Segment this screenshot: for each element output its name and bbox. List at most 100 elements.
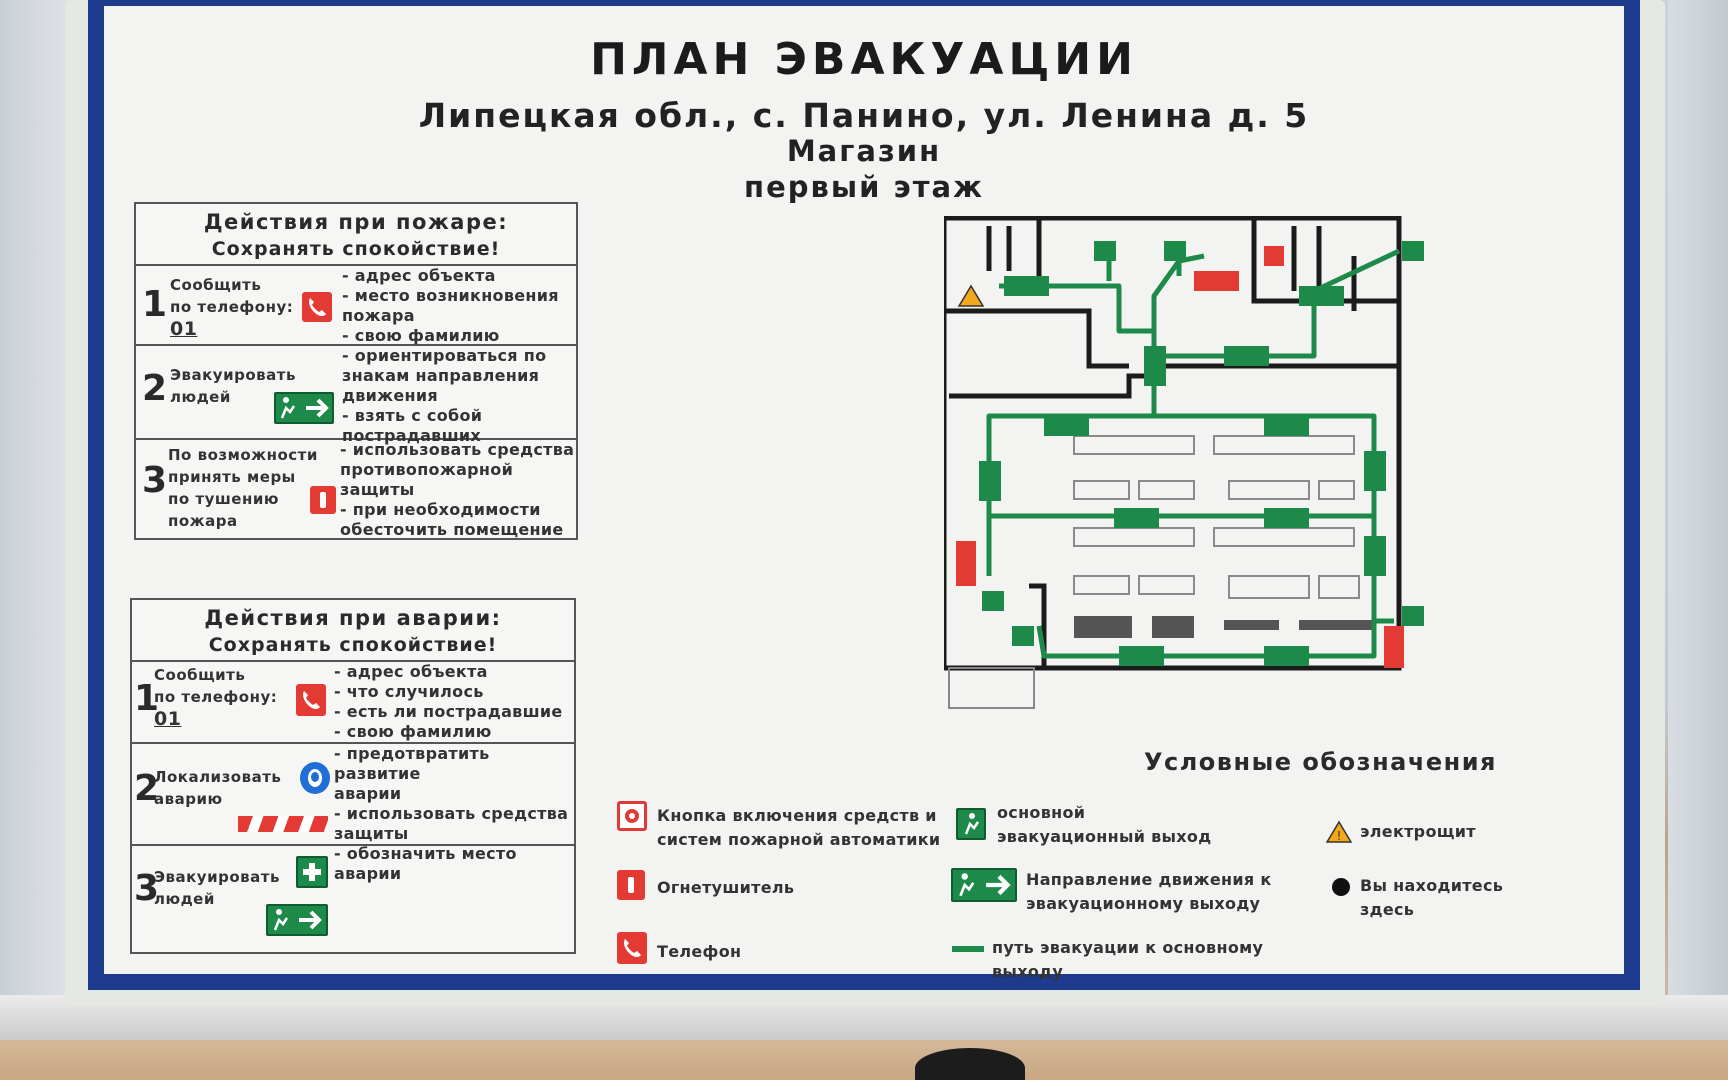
main-exit-icon xyxy=(956,808,986,840)
step-description: - использовать средства противопожарной … xyxy=(340,440,574,540)
desc-line: - свою фамилию xyxy=(334,722,492,741)
fire-step-2: 2 Эвакуировать людей - ориентироваться п… xyxy=(136,346,576,445)
floor-label: первый этаж xyxy=(744,170,984,204)
step-label: Сообщить по телефону: 01 xyxy=(154,664,277,730)
step-description: - ориентироваться по знакам направления … xyxy=(342,346,546,446)
step-description: - предотвратить развитие аварии - исполь… xyxy=(334,744,574,884)
desc-line: пострадавших xyxy=(342,426,482,445)
desc-line: - свою фамилию xyxy=(342,326,500,345)
desc-line: - адрес объекта xyxy=(334,662,488,681)
fire-alarm-button-icon xyxy=(617,801,647,831)
legend-extinguisher-text: Огнетушитель xyxy=(657,878,795,897)
label-line: Локализовать xyxy=(154,768,282,786)
accident-actions-panel: Действия при аварии: Сохранять спокойств… xyxy=(130,598,576,954)
label-line: по телефону: xyxy=(154,688,278,706)
svg-text:!: ! xyxy=(1337,829,1342,843)
fire-equipment xyxy=(956,246,1404,668)
step-number: 3 xyxy=(142,460,168,501)
plan-frame: ПЛАН ЭВАКУАЦИИ Липецкая обл., с. Панино,… xyxy=(88,0,1640,990)
exit-signs xyxy=(979,241,1424,666)
desc-line: - обозначить место аварии xyxy=(334,844,517,883)
phone-icon xyxy=(617,932,647,964)
desc-line: движения xyxy=(342,386,438,405)
walls xyxy=(944,216,1402,671)
fire-actions-panel: Действия при пожаре: Сохранять спокойств… xyxy=(134,202,578,540)
fire-panel-title: Действия при пожаре: xyxy=(203,210,509,234)
phone-icon xyxy=(302,292,332,322)
legend-line: основной xyxy=(997,803,1086,822)
desc-line: знакам направления xyxy=(342,366,540,385)
legend-path-text: путь эвакуации к основному выходу xyxy=(992,936,1263,984)
step-label: Локализовать аварию xyxy=(154,766,281,810)
fire-extinguisher-icon xyxy=(310,486,336,514)
label-line: людей xyxy=(154,890,215,908)
plan-title: ПЛАН ЭВАКУАЦИИ xyxy=(590,34,1138,85)
label-line: людей xyxy=(170,388,231,406)
desc-line: - есть ли пострадавшие xyxy=(334,702,563,721)
exit-arrow-icon xyxy=(951,868,1017,902)
desc-line: - при необходимости xyxy=(340,500,541,519)
desc-line: защиты xyxy=(334,824,409,843)
fire-step-3: 3 По возможности принять меры по тушению… xyxy=(136,440,576,540)
evacuation-route xyxy=(986,246,1401,659)
legend-button-text: Кнопка включения средств и систем пожарн… xyxy=(657,804,940,852)
legend-here-text: Вы находитесь здесь xyxy=(1360,874,1503,922)
accident-panel-head: Действия при аварии: Сохранять спокойств… xyxy=(132,600,574,662)
legend-title: Условные обозначения xyxy=(1144,748,1497,776)
label-line: по тушению xyxy=(168,490,279,508)
entrance-steps xyxy=(948,667,1035,709)
label-line: Сообщить xyxy=(154,666,246,684)
route-line-icon xyxy=(952,946,984,952)
phone-number: 01 xyxy=(154,708,182,730)
step-number: 1 xyxy=(142,284,168,325)
wall-right xyxy=(1668,0,1728,1080)
electrical-panel-icon: ! xyxy=(1326,820,1352,843)
step-number: 1 xyxy=(134,678,160,719)
phone-icon xyxy=(296,684,326,716)
legend-line: Кнопка включения средств и xyxy=(657,806,937,825)
step-label: Эвакуировать людей xyxy=(170,364,296,408)
fire-panel-head: Действия при пожаре: Сохранять спокойств… xyxy=(136,204,576,266)
legend-line: Направление движения к xyxy=(1026,870,1272,889)
legend-line: путь эвакуации к основному xyxy=(992,938,1264,957)
label-line: Эвакуировать xyxy=(170,366,296,384)
desc-line: защиты xyxy=(340,480,415,499)
step-number: 3 xyxy=(134,868,160,909)
shelf-bottom xyxy=(0,1040,1728,1080)
checkout-counters xyxy=(1074,616,1374,638)
label-line: пожара xyxy=(168,512,238,530)
accident-step-2: 2 Локализовать аварию - предотвратить ра… xyxy=(132,744,574,883)
desc-line: - что случилось xyxy=(334,682,484,701)
you-are-here-icon xyxy=(1332,878,1350,896)
desc-line: аварии xyxy=(334,784,402,803)
wall-left xyxy=(0,0,70,1080)
desc-line: пожара xyxy=(342,306,415,325)
legend-line: здесь xyxy=(1360,900,1415,919)
desc-line: - предотвратить развитие xyxy=(334,744,490,783)
legend-panel-text: электрощит xyxy=(1360,822,1476,841)
legend-exit-text: основной эвакуационный выход xyxy=(997,801,1211,849)
knob xyxy=(915,1048,1025,1080)
legend-line: эвакуационный выход xyxy=(997,827,1212,846)
floor-plan-map xyxy=(944,216,1424,709)
label-line: принять меры xyxy=(168,468,296,486)
desc-line: противопожарной xyxy=(340,460,514,479)
legend-line: эвакуационному выходу xyxy=(1026,894,1261,913)
accident-step-1: 1 Сообщить по телефону: 01 - адрес объек… xyxy=(132,662,574,744)
legend-direction-text: Направление движения к эвакуационному вы… xyxy=(1026,868,1271,916)
hazard-tape-icon xyxy=(238,816,328,832)
desc-line: обесточить помещение xyxy=(340,520,564,539)
step-description: - адрес объекта - место возникновения по… xyxy=(342,266,559,346)
desc-line: - использовать средства xyxy=(340,440,575,459)
desc-line: - адрес объекта xyxy=(342,266,496,285)
desc-line: - взять с собой xyxy=(342,406,483,425)
label-line: Эвакуировать xyxy=(154,868,280,886)
legend-line: Вы находитесь xyxy=(1360,876,1504,895)
desc-line: - место возникновения xyxy=(342,286,559,305)
label-line: Сообщить xyxy=(170,276,262,294)
accident-panel-subtitle: Сохранять спокойствие! xyxy=(208,634,498,656)
step-label: Эвакуировать людей xyxy=(154,866,280,910)
fire-step-1: 1 Сообщить по телефону: 01 - адрес объек… xyxy=(136,266,576,346)
first-aid-icon xyxy=(296,856,328,888)
exit-arrow-icon xyxy=(274,392,334,424)
